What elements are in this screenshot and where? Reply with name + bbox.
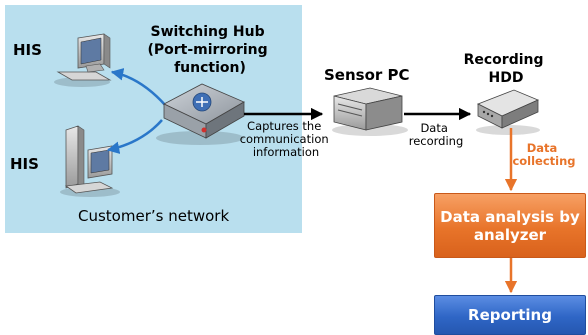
customer-network-area [5,5,302,233]
recording-hdd-icon [476,89,540,135]
customer-network-label: Customer’s network [78,207,230,225]
data-recording-label: Data recording [409,121,464,148]
analysis-line-1: Data analysis by [440,207,580,226]
mirror-arrow-top [110,68,167,107]
recording-hdd-label: Recording HDD [464,52,549,86]
analysis-line-2: analyzer [473,225,547,244]
his-bottom-computer-icon [60,125,120,197]
reporting-box: Reporting [434,295,586,335]
data-collecting-label: Data collecting [512,141,575,168]
switching-hub-icon [156,83,245,145]
capture-text: Captures the communication information [240,119,333,159]
sensor-pc-icon [332,87,408,136]
mirror-arrow-bottom [106,119,163,154]
data-analysis-box: Data analysis by analyzer [434,193,586,258]
his-top-computer-icon [54,33,112,87]
sensor-pc-label: Sensor PC [324,66,410,84]
hub-title: Switching Hub (Port-mirroring function) [147,24,272,76]
his-bottom-label: HIS [10,155,39,173]
reporting-label: Reporting [468,306,552,324]
his-top-label: HIS [13,41,42,59]
